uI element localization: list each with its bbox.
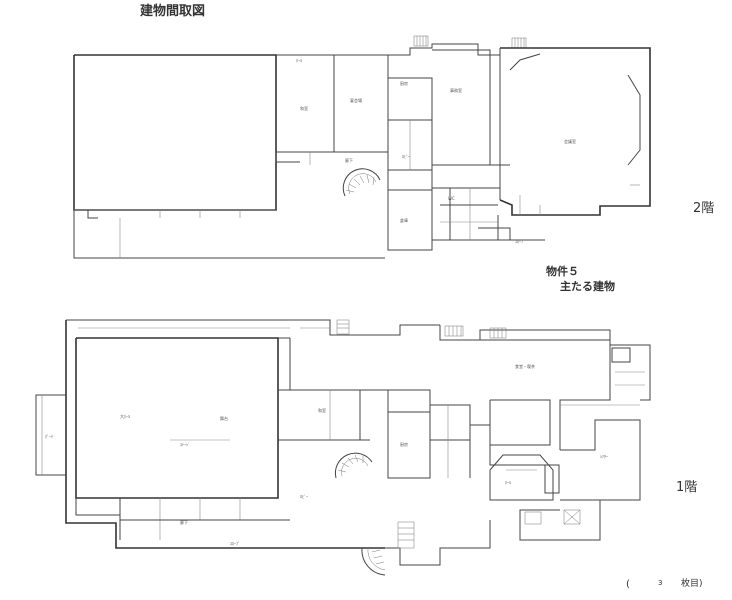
- svg-text:ｽﾛｰﾌﾟ: ｽﾛｰﾌﾟ: [515, 238, 525, 244]
- svg-text:廊下: 廊下: [180, 519, 188, 525]
- floor-2-label: 2階: [693, 201, 715, 216]
- svg-text:ﾛﾋﾞｰ: ﾛﾋﾞｰ: [402, 154, 410, 159]
- svg-text:和室: 和室: [318, 407, 326, 413]
- svg-text:廊下: 廊下: [345, 157, 353, 163]
- svg-text:舞台: 舞台: [220, 415, 228, 421]
- svg-text:食堂・喫茶: 食堂・喫茶: [515, 363, 535, 369]
- floor-1-label: 1階: [676, 480, 698, 495]
- spiral-staircase-floor-1: [334, 452, 373, 479]
- svg-text:ﾎｰﾙ: ﾎｰﾙ: [296, 58, 302, 63]
- floor-2-plan: ﾎｰﾙ 和室 宴会場 厨房 事務室 ﾛﾋﾞｰ 廊下 会議室 倉庫 WC ｽﾛｰﾌ…: [73, 35, 651, 259]
- svg-text:厨房: 厨房: [400, 80, 408, 86]
- property-label: 物件５: [546, 265, 579, 278]
- svg-text:事務室: 事務室: [450, 87, 462, 93]
- svg-text:和室: 和室: [300, 105, 308, 111]
- svg-text:ﾎｰﾙ: ﾎｰﾙ: [505, 480, 511, 485]
- spiral-staircase-floor-2: [342, 168, 381, 197]
- svg-text:ｽﾛｰﾌﾟ: ｽﾛｰﾌﾟ: [230, 540, 240, 546]
- svg-text:会議室: 会議室: [564, 138, 576, 144]
- main-building-label: 主たる建物: [560, 280, 615, 293]
- svg-text:ｽﾃｰｼﾞ: ｽﾃｰｼﾞ: [180, 441, 190, 447]
- svg-text:大ﾎｰﾙ: 大ﾎｰﾙ: [120, 413, 130, 419]
- floor-1-plan: 大ﾎｰﾙ 舞台 ｽﾃｰｼﾞ ﾎﾟｰﾁ 和室 食堂・喫茶 ｼｱﾀｰ ﾛﾋﾞｰ 厨房…: [35, 319, 651, 576]
- svg-text:ｼｱﾀｰ: ｼｱﾀｰ: [600, 453, 608, 459]
- page-marker-unit: 枚目): [681, 579, 703, 589]
- svg-text:倉庫: 倉庫: [400, 217, 408, 223]
- svg-text:宴会場: 宴会場: [350, 97, 362, 103]
- svg-text:厨房: 厨房: [400, 441, 408, 447]
- page-marker-number: 3: [658, 579, 663, 587]
- page-marker-open: (: [626, 579, 630, 590]
- document-title: 建物間取図: [140, 4, 206, 19]
- svg-text:ﾎﾟｰﾁ: ﾎﾟｰﾁ: [45, 433, 53, 439]
- svg-text:ﾛﾋﾞｰ: ﾛﾋﾞｰ: [300, 494, 308, 499]
- svg-text:WC: WC: [448, 196, 455, 201]
